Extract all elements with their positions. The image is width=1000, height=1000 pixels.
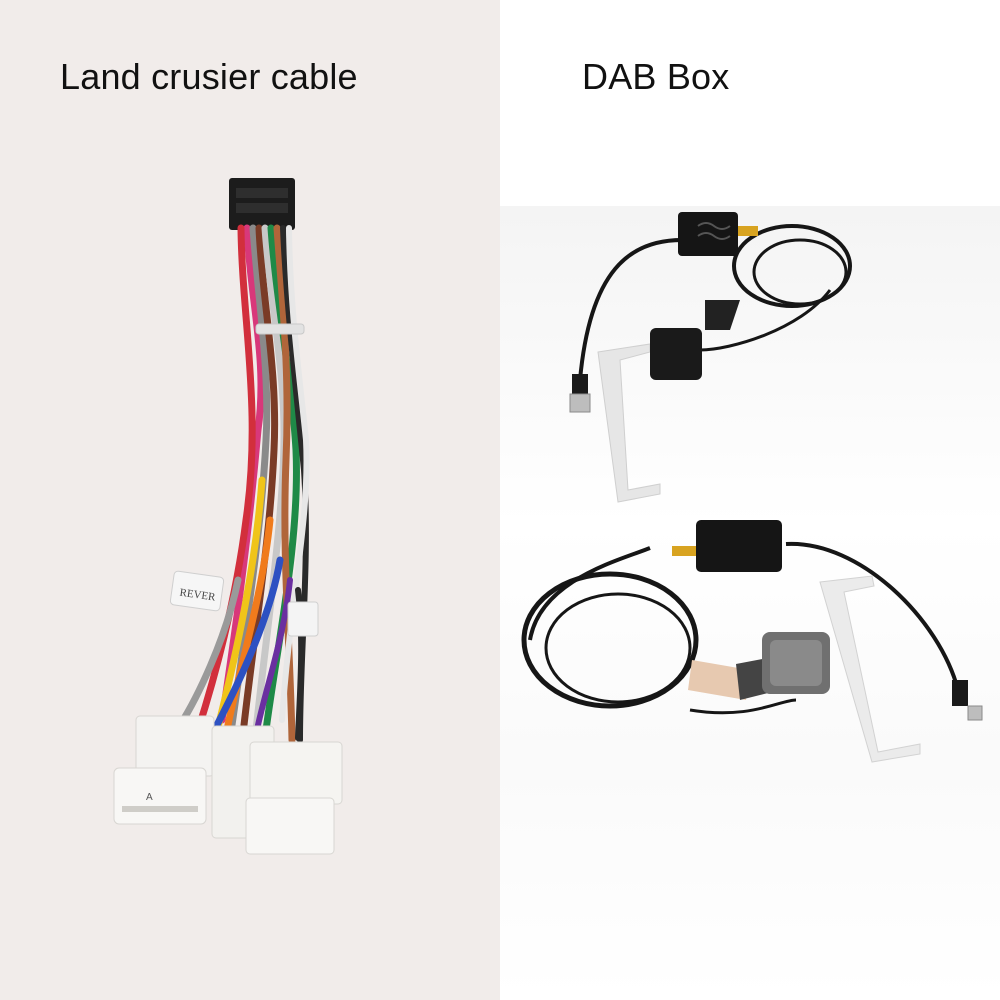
wiring-harness-photo: REVER A <box>113 178 343 855</box>
right-panel: DAB Box <box>500 0 1000 1000</box>
dab-antenna-box-photo <box>521 212 983 763</box>
left-panel: Land crusier cable <box>0 0 500 1000</box>
usb-plug-upper <box>569 393 591 413</box>
dab-box-lower <box>696 520 782 572</box>
svg-text:REVER: REVER <box>179 587 217 604</box>
left-caption: Land crusier cable <box>60 56 358 97</box>
antenna-pad-upper <box>650 328 702 380</box>
white-connector-right <box>245 741 343 855</box>
photo-background <box>500 206 1000 1000</box>
dab-unit-lower <box>521 520 983 763</box>
dab-unit-upper <box>569 212 852 503</box>
usb-plug-lower <box>967 705 983 721</box>
wire-bundle <box>176 224 310 746</box>
white-connector-left: A <box>113 715 215 825</box>
right-caption: DAB Box <box>582 56 730 97</box>
svg-text:A: A <box>146 792 153 803</box>
wire-label-tag: REVER <box>169 570 225 612</box>
